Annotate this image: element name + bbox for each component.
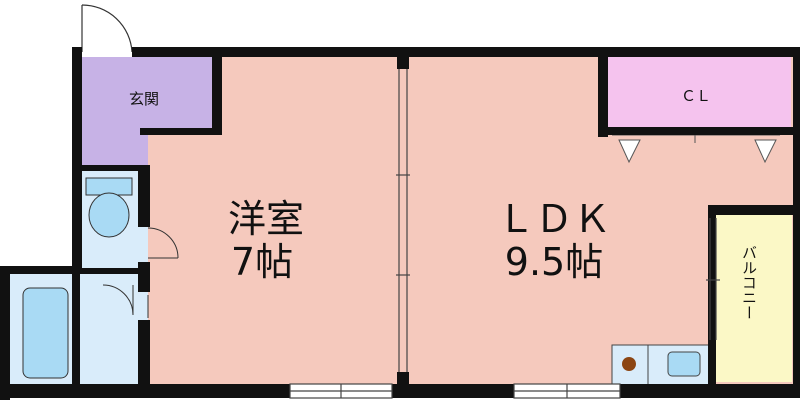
window-western — [289, 383, 393, 399]
room-closet — [605, 57, 791, 127]
ldk-size: 9.5帖 — [505, 240, 603, 284]
kitchen-sink — [667, 351, 701, 377]
toilet-tank — [85, 177, 133, 196]
window-ldk — [513, 383, 621, 399]
sliding-partition — [396, 69, 410, 372]
interior-doors — [102, 227, 179, 318]
stove-burner — [622, 357, 636, 371]
western-room-size: 7帖 — [231, 240, 293, 284]
genkan-label: 玄関 — [129, 90, 159, 108]
bathtub — [22, 287, 69, 379]
room-genkan — [80, 57, 222, 165]
closet-label: ＣＬ — [681, 87, 711, 105]
ldk-name: ＬＤＫ — [497, 197, 611, 241]
balcony-area — [716, 212, 792, 382]
balcony-door — [706, 218, 720, 340]
toilet-bowl — [88, 192, 130, 238]
entry-door — [81, 4, 133, 53]
balcony-label: バルコニー — [740, 245, 758, 320]
room-washroom — [78, 270, 148, 385]
walls — [0, 47, 800, 400]
western-room-name: 洋室 — [228, 197, 304, 241]
